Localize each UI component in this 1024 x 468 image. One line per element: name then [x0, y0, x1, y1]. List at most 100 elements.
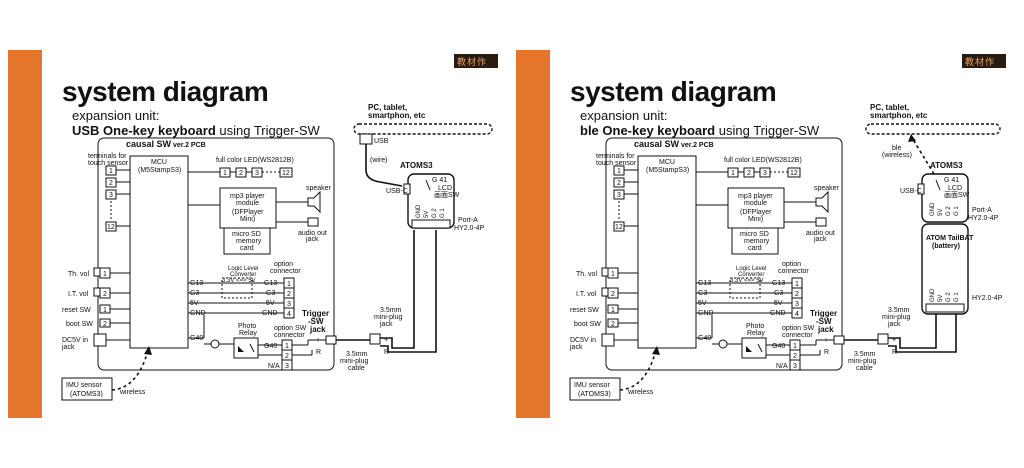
- hy-pin-gnd: GND: [930, 202, 936, 216]
- pc-label-1: PC, tablet,: [368, 103, 407, 112]
- diagram-usb: causal SW ver.2 PCB terminals for touch …: [61, 103, 493, 401]
- port-a-label-2: HY2.0-4P: [454, 225, 485, 232]
- sd-label-3: card: [748, 245, 762, 252]
- product-name: USB One-key keyboard: [72, 123, 216, 138]
- mcu-model: (M5StampS3): [138, 167, 181, 174]
- opt-pin-4: 4: [287, 311, 291, 318]
- touch-pin-2: 2: [617, 180, 621, 187]
- hy2-pin-gnd: GND: [930, 288, 936, 302]
- hy2-connector: [925, 303, 965, 313]
- mp3-label-4: Mini): [240, 216, 255, 223]
- oswc-label-1: option SW: [782, 325, 815, 332]
- tailbat-device: [921, 223, 969, 315]
- touch-pin-1: 1: [617, 168, 621, 175]
- pcb-outline: [605, 137, 843, 371]
- speaker-icon: [307, 190, 321, 214]
- relay-label-2: Relay: [747, 330, 765, 337]
- wireless-label: wireless: [627, 389, 654, 396]
- photo-relay: [233, 337, 259, 359]
- opt-conn-label-1: option: [782, 261, 801, 268]
- slide-ble-keyboard: 教材作 system diagram expansion unit: ble O…: [516, 50, 1016, 418]
- oswc-pin-3: 3: [793, 363, 797, 370]
- opt-pin-4: 4: [795, 311, 799, 318]
- hy-pin-g1: G 1: [954, 206, 960, 216]
- touch-pin-12: 12: [107, 224, 115, 231]
- product-suffix: using Trigger-SW: [215, 123, 320, 138]
- opt-conn-label-2: connector: [270, 268, 301, 275]
- usbc-port-icon: [917, 183, 925, 195]
- cable-label-2: mini-plug: [848, 358, 877, 365]
- hy-pin-gnd: GND: [416, 204, 422, 218]
- diagram-ble: causal SW ver.2 PCB terminals for touch …: [569, 103, 1003, 401]
- trigger-jack-icon: [833, 335, 845, 345]
- pc-label-2: smartphon, etc: [368, 111, 426, 120]
- trigger-label-2: -SW: [816, 317, 832, 326]
- mp-r: R: [892, 349, 897, 356]
- audio-jack-icon: [307, 217, 319, 227]
- page-title: system diagram: [570, 76, 777, 107]
- mp3-label-3: (DFPlayer: [232, 209, 264, 216]
- trigger-label-3: jack: [309, 325, 326, 334]
- hy-pin-5v: 5V: [938, 209, 944, 216]
- hy2-label: HY2.0-4P: [972, 295, 1003, 302]
- mp3-label-4: Mini): [748, 216, 763, 223]
- trig-r: R: [316, 349, 321, 356]
- g41-label: G 41: [432, 177, 447, 184]
- miniplug-jack-icon: [877, 333, 889, 345]
- cable-label-3: cable: [856, 365, 873, 372]
- usb-label: USB: [374, 138, 389, 145]
- mcu-label: MCU: [659, 159, 675, 166]
- pcb-version: ver.2 PCB: [681, 142, 714, 149]
- subtitle: expansion unit:: [72, 108, 160, 123]
- audio-label-2: jack: [305, 236, 319, 243]
- slide-usb-keyboard: 教材作 system diagram expansion unit: USB O…: [8, 50, 508, 418]
- relay-label-1: Photo: [238, 323, 256, 330]
- led-pin-12: 12: [282, 170, 290, 177]
- sd-card: [731, 227, 779, 255]
- th-vol-label: Th. vol: [68, 271, 89, 278]
- port-a-label-2: HY2.0-4P: [968, 215, 999, 222]
- mp-r: R: [384, 349, 389, 356]
- reset-pin: 1: [611, 307, 615, 314]
- usb-port-icon: [359, 133, 373, 145]
- pcb-label: causal SW: [126, 139, 172, 149]
- relay-label-2: Relay: [239, 330, 257, 337]
- led-label: full color LED(WS2812B): [724, 157, 802, 164]
- opt-pin-1: 1: [795, 281, 799, 288]
- boot-pin: 2: [103, 321, 107, 328]
- pcb-version: ver.2 PCB: [173, 142, 206, 149]
- mp3-label-1: mp3 player: [230, 193, 265, 200]
- touch-pin-1: 1: [109, 168, 113, 175]
- pcb-label: causal SW: [634, 139, 680, 149]
- boot-pin: 2: [611, 321, 615, 328]
- llc-label-2: Converter: [230, 272, 256, 278]
- reset-pin: 1: [103, 307, 107, 314]
- logo-text: 教材作: [457, 58, 488, 68]
- mp3-label-3: (DFPlayer: [740, 209, 772, 216]
- oswc-pin-1: 1: [285, 343, 289, 350]
- na-label: N/A: [776, 363, 788, 370]
- lcd-label-2: 画面SW: [434, 191, 460, 199]
- touch-pin-2: 2: [109, 180, 113, 187]
- led-pin-2: 2: [239, 170, 243, 177]
- lcd-label-1: LCD: [438, 185, 452, 192]
- product-name: ble One-key keyboard: [580, 123, 716, 138]
- touch-pin-3: 3: [109, 192, 113, 199]
- na-label: N/A: [268, 363, 280, 370]
- atoms3-label: ATOMS3: [400, 161, 433, 170]
- mp-plus: +: [384, 337, 388, 344]
- oswc-pin-2: 2: [285, 353, 289, 360]
- dc-label-2: jack: [61, 344, 75, 351]
- hy-pin-g1: G 1: [440, 208, 446, 218]
- mp-plus: +: [892, 337, 896, 344]
- imu-label-1: IMU sensor: [66, 382, 102, 389]
- sd-label-2: memory: [236, 238, 262, 245]
- dc-label-1: DC5V in: [62, 337, 88, 344]
- cable-label-3: cable: [348, 365, 365, 372]
- opt-conn-label-2: connector: [778, 268, 809, 275]
- opt-pin-1: 1: [287, 281, 291, 288]
- subtitle: expansion unit:: [580, 108, 668, 123]
- led-pin-1: 1: [223, 170, 227, 177]
- opt-conn-label-1: option: [274, 261, 293, 268]
- logo-text: 教材作: [965, 58, 996, 68]
